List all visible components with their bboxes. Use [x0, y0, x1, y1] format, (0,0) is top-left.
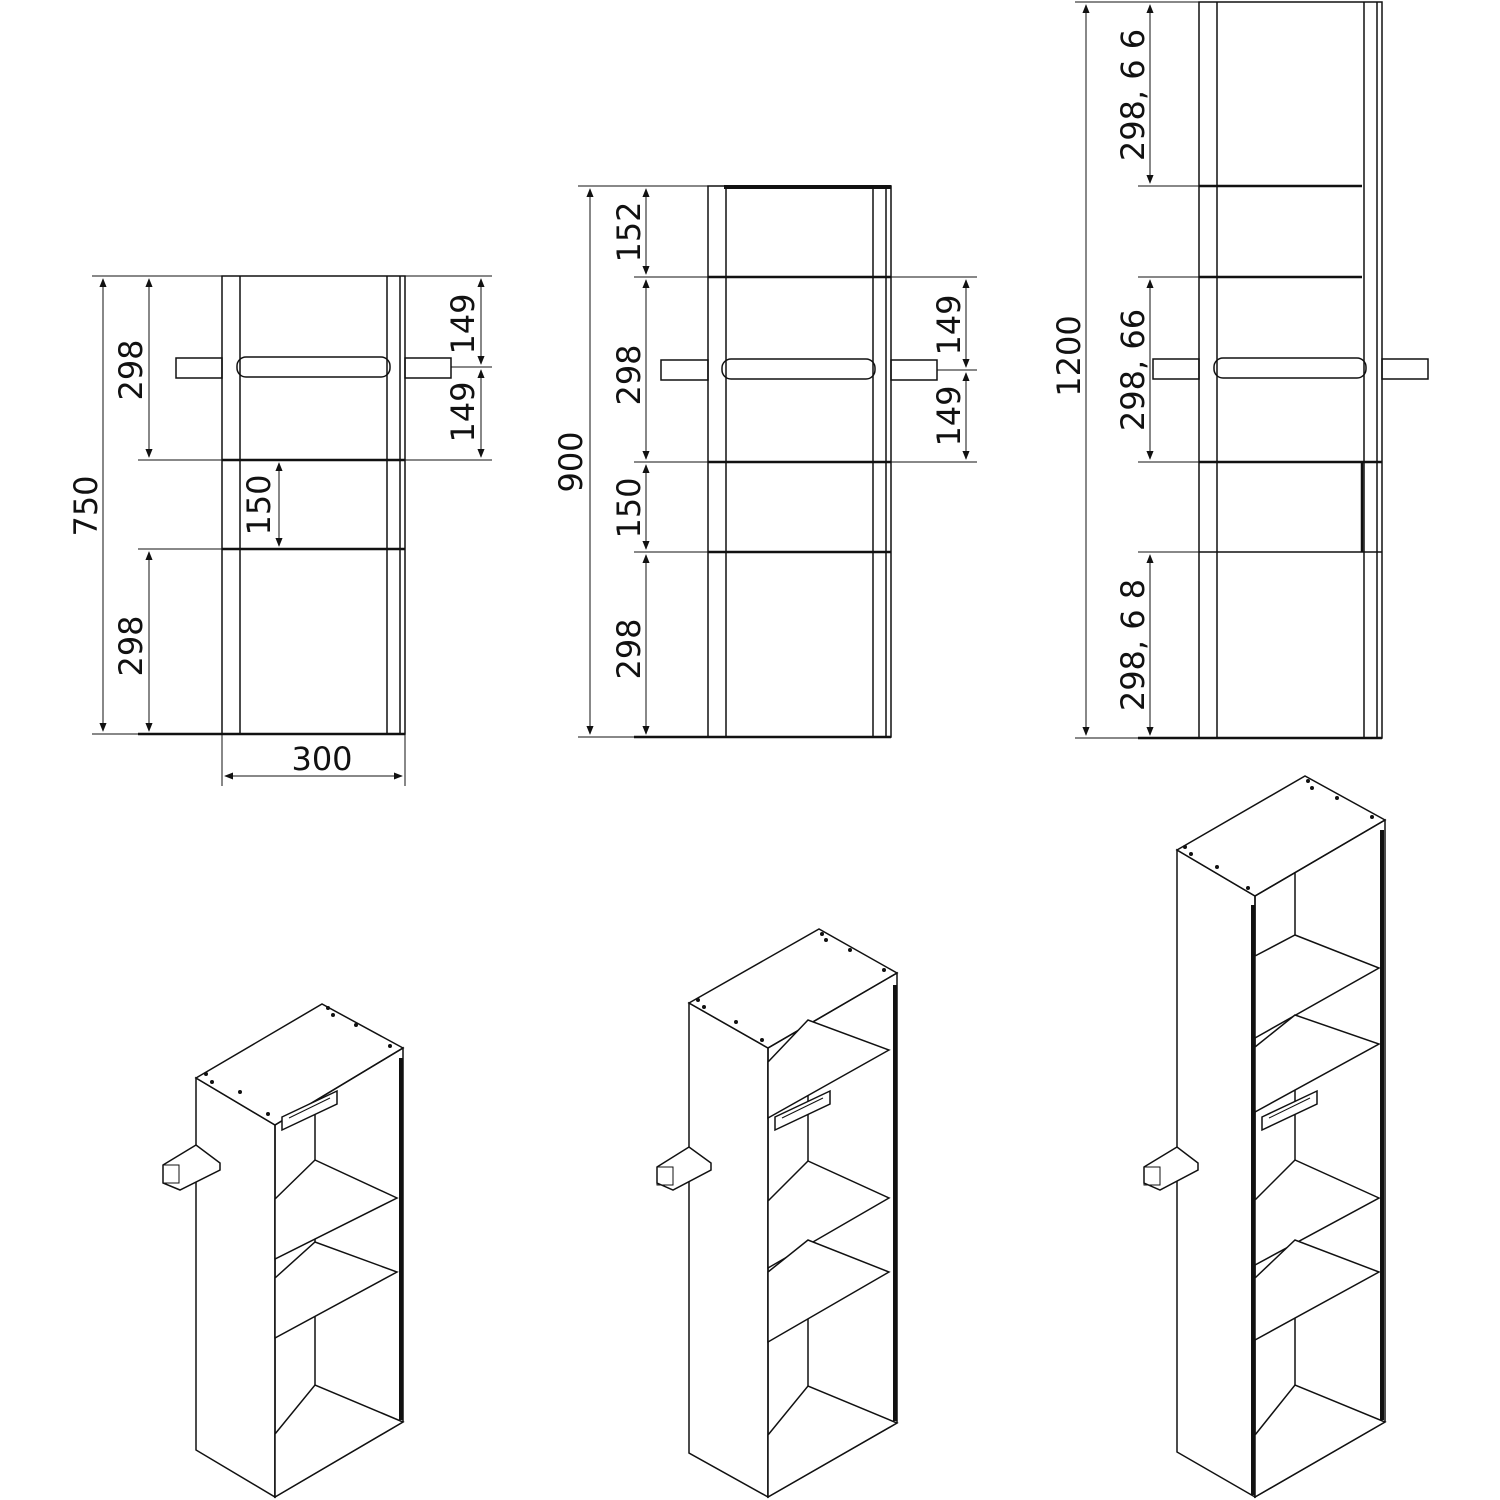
- front-view-1200: 1200 298, 6 6 298, 66 298, 6 8: [1050, 1, 1429, 740]
- hanger-offset-bottom-label: 149: [444, 381, 482, 442]
- section-upper-label: 298: [112, 339, 150, 400]
- section-bottom-label: 298, 6 8: [1114, 579, 1152, 711]
- hanger-rail: [660, 358, 938, 381]
- shelf-lower: [274, 1241, 399, 1340]
- shelf-upper: [767, 1160, 891, 1270]
- shelf-bottom: [1254, 1384, 1387, 1499]
- isometric-view-1200: [1143, 775, 1387, 1499]
- cabinet-outline: [634, 185, 892, 739]
- hanger-offset-top-label: 149: [930, 294, 968, 355]
- total-height-label: 1200: [1050, 315, 1088, 396]
- section-middle-label: 150: [610, 477, 648, 538]
- section-top-label: 152: [610, 201, 648, 262]
- hanger-offset-bottom-label: 149: [930, 385, 968, 446]
- width-label: 300: [291, 740, 352, 778]
- section-top-label: 298, 6 6: [1114, 29, 1152, 161]
- section-lower-label: 298: [610, 618, 648, 679]
- hanger-rail: [175, 356, 452, 379]
- front-view-750: 750 298 150 298 149 149 300: [67, 275, 492, 786]
- dimension-lines: [1075, 1, 1199, 739]
- shelf-top: [767, 1019, 891, 1120]
- cabinet-outline: [138, 275, 406, 736]
- hanger-rail: [1152, 357, 1429, 380]
- side-panel: [195, 1076, 276, 1499]
- shelf-bottom: [274, 1384, 405, 1499]
- cabinet-outline: [1138, 1, 1383, 740]
- dimension-lines: [92, 275, 492, 786]
- isometric-view-900: [656, 928, 899, 1499]
- shelf-lower: [767, 1239, 891, 1344]
- front-view-900: 900 152 298 150 298 149 149: [552, 185, 977, 739]
- isometric-view-750: [162, 1003, 405, 1499]
- shelf-bottom: [767, 1385, 899, 1499]
- section-middle-label: 150: [240, 474, 278, 535]
- dimension-lines: [578, 185, 977, 738]
- section-middle-label: 298, 66: [1114, 309, 1152, 431]
- total-height-label: 750: [67, 475, 105, 536]
- section-lower-label: 298: [112, 615, 150, 676]
- section-upper-label: 298: [610, 344, 648, 405]
- total-height-label: 900: [552, 431, 590, 492]
- shelf-upper: [274, 1159, 399, 1261]
- hanger-offset-top-label: 149: [444, 293, 482, 354]
- side-panel: [688, 1001, 769, 1499]
